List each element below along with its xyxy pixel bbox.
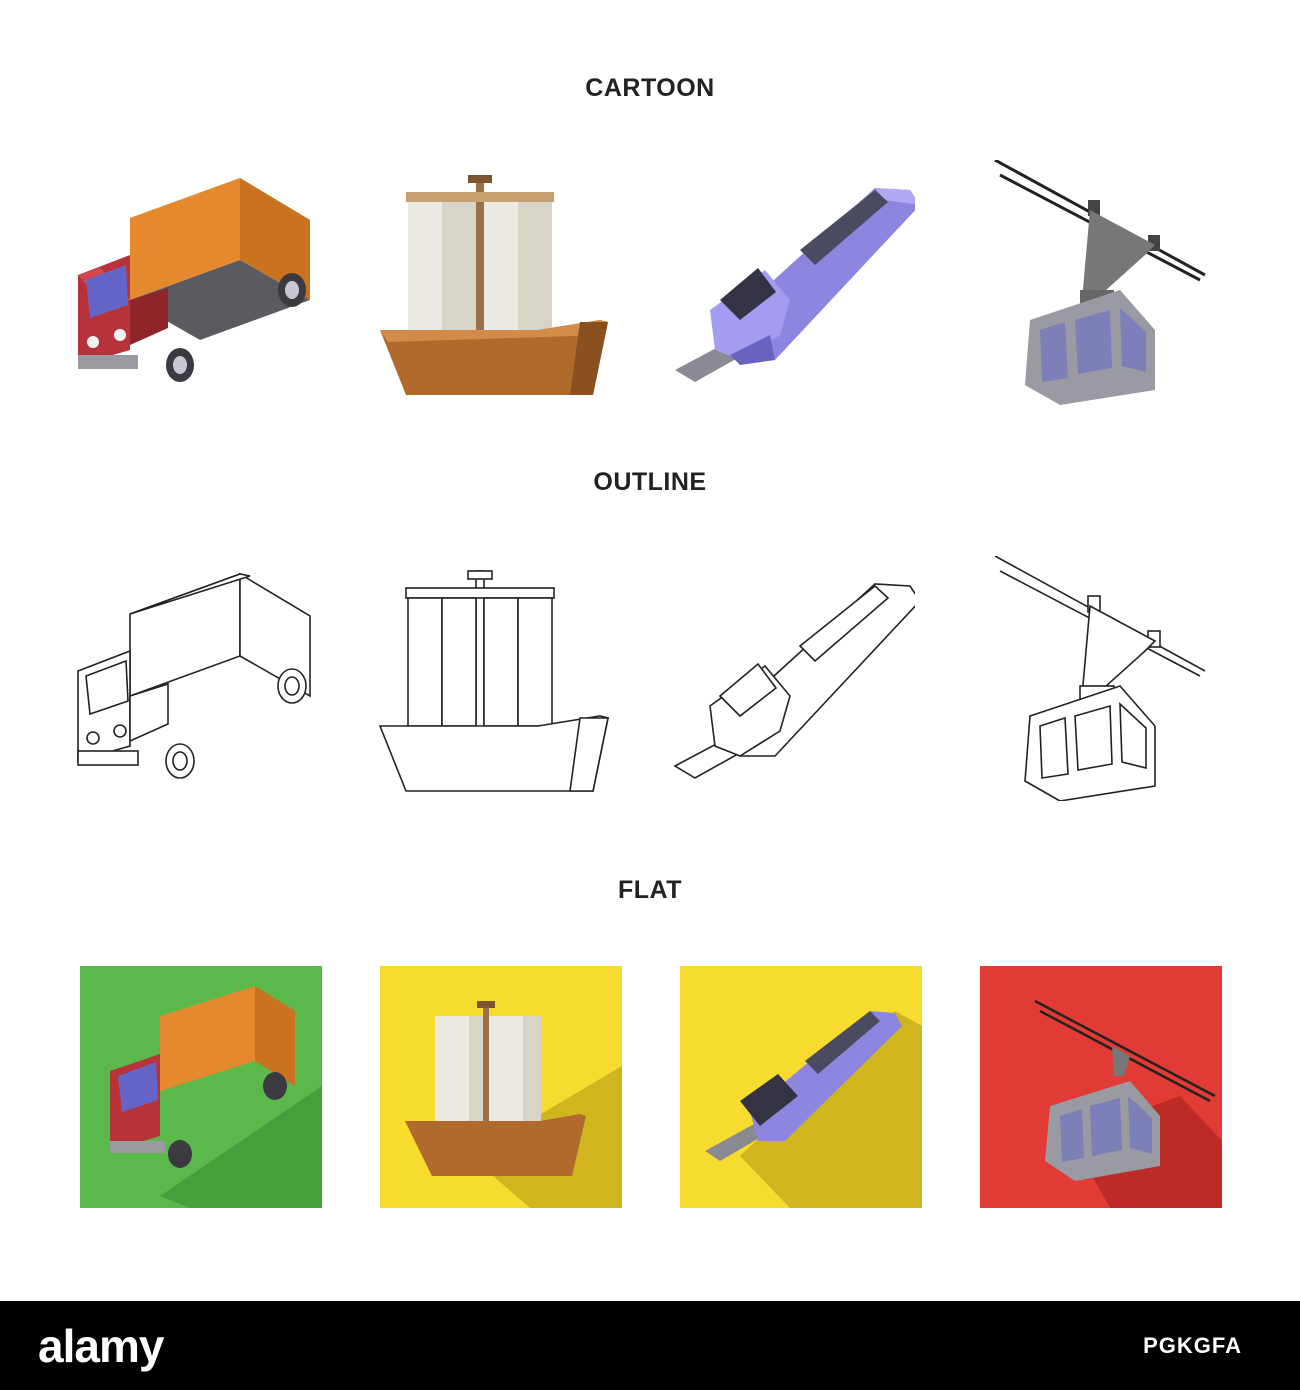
alamy-logo: alamy <box>38 1320 164 1372</box>
section-title-outline: OUTLINE <box>593 468 707 496</box>
outline-ship-icon <box>368 556 613 801</box>
flat-ship-tile <box>380 966 622 1208</box>
cartoon-cable-car-icon <box>970 160 1215 405</box>
outline-train-icon <box>670 556 915 801</box>
section-title-cartoon: CARTOON <box>585 74 715 102</box>
image-id: PGKGFA <box>1143 1333 1242 1358</box>
footer-bar: alamy PGKGFA <box>0 1301 1300 1390</box>
section-title-flat: FLAT <box>617 876 682 904</box>
cartoon-truck-icon <box>68 160 313 405</box>
flat-cable-car-tile <box>980 966 1222 1208</box>
cartoon-train-icon <box>670 160 915 405</box>
outline-truck-icon <box>68 556 313 801</box>
flat-truck-tile <box>80 966 322 1208</box>
cartoon-ship-icon <box>368 160 613 405</box>
flat-train-tile <box>680 966 922 1208</box>
outline-cable-car-icon <box>970 556 1215 801</box>
